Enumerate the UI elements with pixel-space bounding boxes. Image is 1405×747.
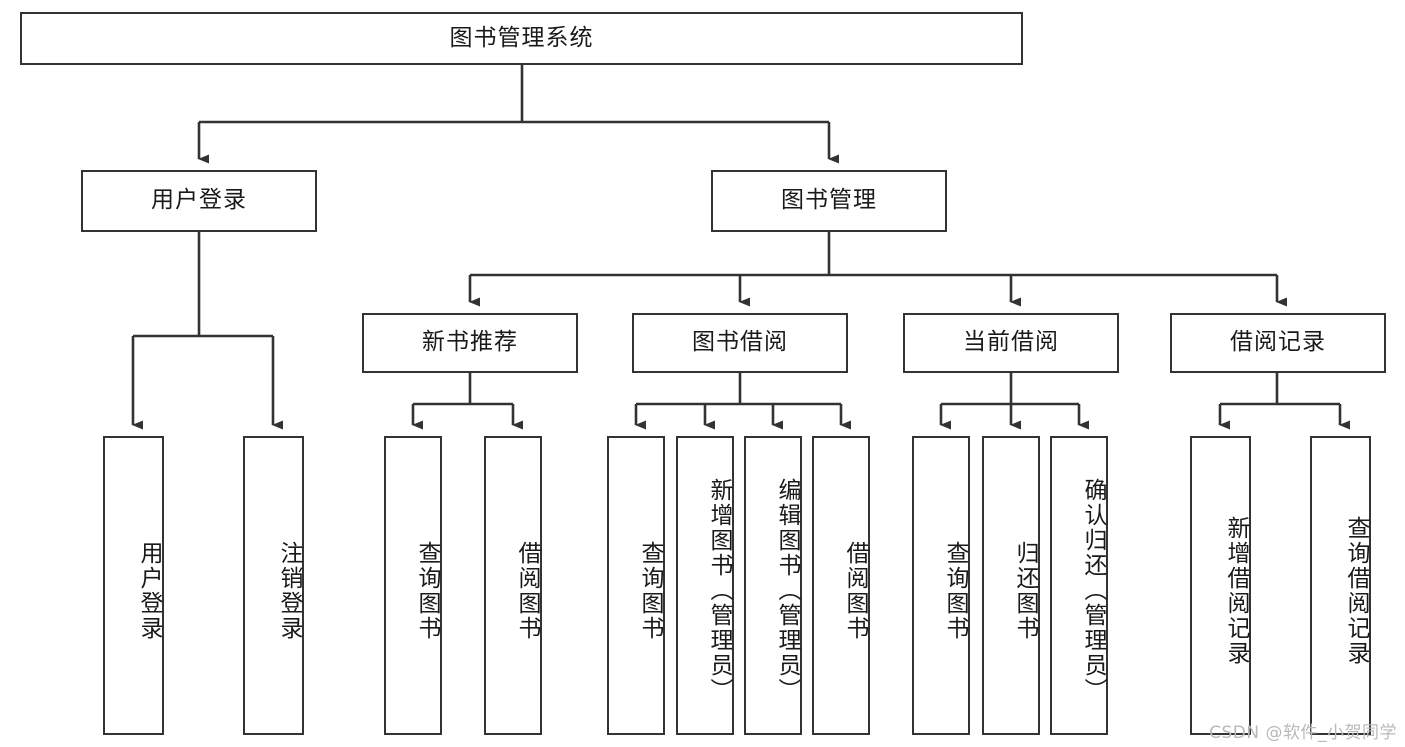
node-label: 查询借阅记录 — [1343, 515, 1369, 666]
node-leaf-record-query-record[interactable]: 查询借阅记录 — [1310, 436, 1371, 735]
node-label: 查询图书 — [637, 540, 663, 641]
node-leaf-borrow-query-book[interactable]: 查询图书 — [607, 436, 665, 735]
node-label: 归还图书 — [1012, 540, 1038, 641]
node-label: 新书推荐 — [422, 329, 518, 356]
node-label: 确认归还（管理员） — [1080, 478, 1106, 703]
node-borrow-record[interactable]: 借阅记录 — [1170, 313, 1386, 373]
node-user-login[interactable]: 用户登录 — [81, 170, 317, 232]
node-label: 查询图书 — [414, 540, 440, 641]
node-label: 用户登录 — [151, 187, 247, 214]
node-leaf-borrow-edit-book-admin[interactable]: 编辑图书（管理员） — [744, 436, 802, 735]
node-label: 借阅记录 — [1230, 329, 1326, 356]
node-leaf-recommend-borrow-book[interactable]: 借阅图书 — [484, 436, 542, 735]
node-label: 新增图书（管理员） — [706, 478, 732, 703]
node-leaf-current-return-book[interactable]: 归还图书 — [982, 436, 1040, 735]
node-new-book-recommend[interactable]: 新书推荐 — [362, 313, 578, 373]
node-root-system[interactable]: 图书管理系统 — [20, 12, 1023, 65]
node-label: 查询图书 — [942, 540, 968, 641]
node-label: 图书管理 — [781, 187, 877, 214]
node-leaf-current-confirm-return-admin[interactable]: 确认归还（管理员） — [1050, 436, 1108, 735]
node-leaf-recommend-query-book[interactable]: 查询图书 — [384, 436, 442, 735]
node-current-borrow[interactable]: 当前借阅 — [903, 313, 1119, 373]
node-leaf-current-query-book[interactable]: 查询图书 — [912, 436, 970, 735]
node-label: 当前借阅 — [963, 329, 1059, 356]
watermark-text: CSDN @软件_小贺同学 — [1209, 723, 1397, 743]
node-label: 用户登录 — [136, 540, 162, 641]
node-book-borrow[interactable]: 图书借阅 — [632, 313, 848, 373]
node-leaf-record-add-record[interactable]: 新增借阅记录 — [1190, 436, 1251, 735]
node-leaf-user-login[interactable]: 用户登录 — [103, 436, 164, 735]
node-leaf-borrow-borrow-book[interactable]: 借阅图书 — [812, 436, 870, 735]
node-label: 注销登录 — [276, 540, 302, 641]
node-leaf-borrow-add-book-admin[interactable]: 新增图书（管理员） — [676, 436, 734, 735]
node-label: 借阅图书 — [514, 540, 540, 641]
node-book-management[interactable]: 图书管理 — [711, 170, 947, 232]
node-label: 借阅图书 — [842, 540, 868, 641]
node-label: 图书管理系统 — [449, 24, 594, 51]
node-label: 编辑图书（管理员） — [774, 478, 800, 703]
node-label: 图书借阅 — [692, 329, 788, 356]
node-leaf-user-logout[interactable]: 注销登录 — [243, 436, 304, 735]
node-label: 新增借阅记录 — [1223, 515, 1249, 666]
